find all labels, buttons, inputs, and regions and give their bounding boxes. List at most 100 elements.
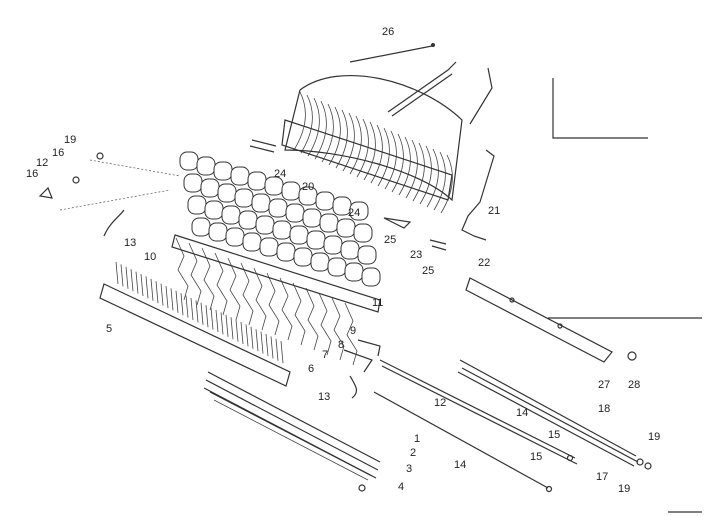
label-25-upper: 25	[384, 234, 396, 246]
typebar	[328, 106, 341, 166]
label-25-lower: 25	[422, 265, 434, 277]
guide-plate-base	[99, 283, 291, 387]
guide-tooth	[220, 312, 224, 335]
guide-tooth	[160, 283, 164, 306]
label-2: 2	[410, 447, 416, 459]
typebar-segment-outline	[284, 75, 463, 202]
guide-tooth	[195, 300, 199, 323]
rod-end-1	[431, 43, 435, 47]
strip-part-3	[209, 391, 373, 477]
keytop	[234, 188, 254, 208]
small-part-16	[96, 152, 104, 160]
keytop	[327, 257, 347, 277]
guide-tooth	[255, 329, 259, 352]
guide-tooth	[250, 326, 254, 349]
keytop	[340, 240, 360, 260]
keytop	[323, 235, 343, 255]
clip-part-19b	[644, 462, 652, 470]
typebar	[398, 136, 411, 196]
guide-tooth	[215, 309, 219, 333]
keytop	[349, 201, 369, 221]
label-18: 18	[598, 403, 610, 415]
guide-tooth	[185, 295, 189, 318]
guide-tooth	[165, 285, 169, 309]
label-19-right-upper: 19	[648, 431, 660, 443]
key-lever	[279, 277, 293, 341]
spring-part-6	[349, 375, 358, 399]
segment-rod-3	[469, 67, 493, 125]
key-lever	[175, 237, 189, 301]
label-11: 11	[372, 297, 383, 309]
guide-tooth	[245, 324, 249, 347]
guide-tooth	[130, 269, 134, 292]
keytop	[196, 156, 216, 176]
spring-part-13	[103, 209, 125, 237]
typebar	[433, 151, 446, 211]
guide-tooth	[120, 264, 124, 287]
label-15-lower: 15	[530, 451, 542, 463]
label-10: 10	[144, 251, 156, 263]
label-24-upper: 24	[274, 168, 286, 180]
keytop	[221, 205, 241, 225]
link-part-8	[357, 339, 381, 357]
label-14-lower: 14	[454, 459, 466, 471]
keytop	[183, 173, 203, 193]
guide-tooth	[275, 338, 279, 361]
keytop	[217, 183, 237, 203]
label-19-right-lower: 19	[618, 483, 630, 495]
guide-tooth	[135, 271, 139, 294]
clip-part-19a	[636, 458, 644, 466]
label-22: 22	[478, 257, 490, 269]
keytop	[242, 232, 262, 252]
typebar	[307, 97, 320, 157]
shaft-part-14-upper	[459, 359, 639, 463]
guide-tooth	[205, 305, 209, 328]
label-12-center: 12	[434, 397, 446, 409]
typebar	[370, 124, 383, 184]
keytop	[251, 193, 271, 213]
key-lever	[227, 257, 241, 321]
typebar	[363, 121, 376, 181]
label-20: 20	[302, 181, 314, 193]
keytop	[310, 252, 330, 272]
typebar	[300, 94, 313, 154]
label-21: 21	[488, 205, 500, 217]
keytop	[319, 213, 339, 233]
label-16-upper: 16	[52, 147, 64, 159]
guide-tooth	[225, 314, 229, 337]
keytop	[306, 230, 326, 250]
keytop	[289, 225, 309, 245]
typebar	[384, 130, 397, 190]
keytop	[179, 151, 199, 171]
bracket-part-23	[429, 239, 447, 251]
typebar	[293, 91, 306, 151]
key-lever	[305, 287, 319, 351]
typebar	[419, 145, 432, 205]
rail-hole-2	[557, 323, 563, 329]
rail-part-22	[465, 277, 613, 363]
frame-corner-top-right	[552, 78, 648, 139]
bracket-part-25	[383, 217, 412, 229]
guide-tooth	[210, 307, 214, 330]
typebar	[426, 148, 439, 208]
key-lever	[331, 297, 345, 361]
keytop	[225, 227, 245, 247]
guide-tooth	[190, 297, 194, 321]
guide-tooth	[265, 333, 269, 357]
label-7: 7	[322, 349, 328, 361]
keytop	[353, 223, 373, 243]
keytop	[276, 242, 296, 262]
label-1: 1	[414, 433, 420, 445]
shaft-part-12	[379, 359, 578, 465]
segment-rod-1	[349, 45, 433, 63]
keytop	[336, 218, 356, 238]
label-12-left: 12	[36, 157, 48, 169]
key-lever	[344, 302, 358, 366]
guide-tooth	[125, 266, 129, 289]
keytop	[204, 200, 224, 220]
guide-tooth	[140, 273, 144, 297]
washer-part-28	[627, 351, 637, 361]
keytop	[281, 181, 301, 201]
